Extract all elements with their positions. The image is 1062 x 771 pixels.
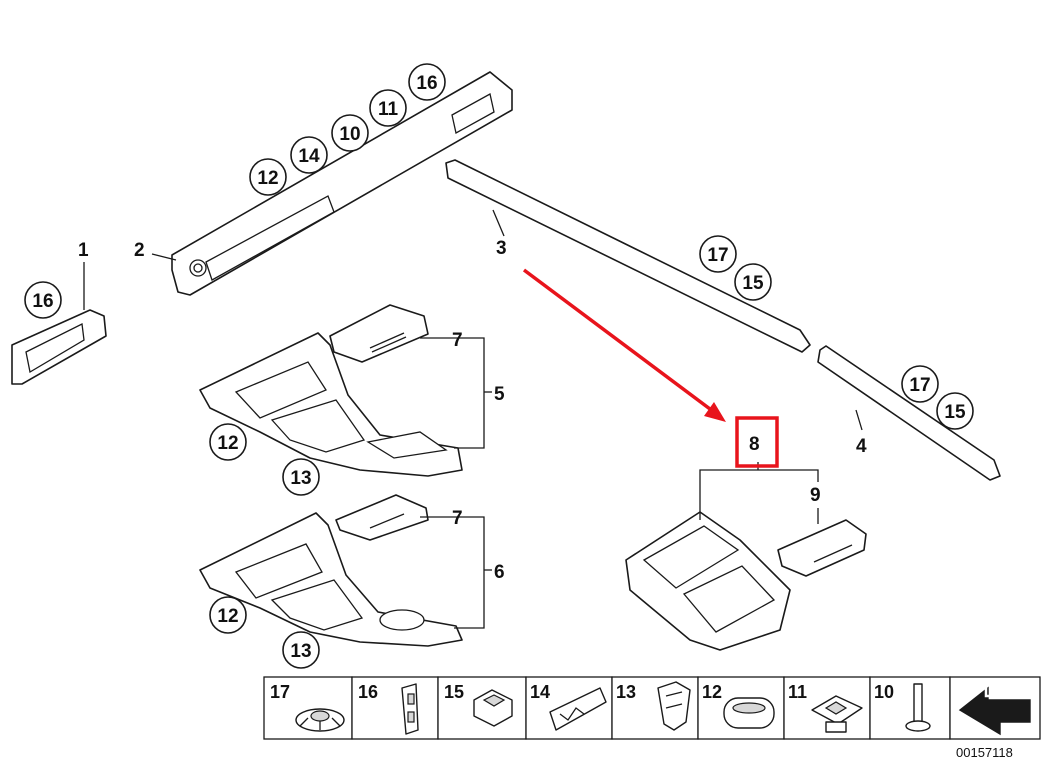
reference-code: 00157118	[956, 745, 1013, 760]
part-4-decor-strip[interactable]	[817, 345, 1001, 481]
rivet-cap-icon	[295, 708, 345, 732]
label-part-8: 8	[749, 434, 760, 455]
callout-2b: 14	[290, 136, 328, 174]
svg-text:15: 15	[742, 273, 764, 294]
callout-6a: 12	[209, 596, 247, 634]
part-5-console-trim[interactable]	[199, 332, 463, 477]
part-3-decor-strip[interactable]	[445, 159, 811, 353]
hardware-legend: 17 16 15 14 13 12 11 10	[263, 676, 1041, 740]
callout-5a: 12	[209, 423, 247, 461]
legend-label-16: 16	[358, 682, 378, 702]
callout-6b: 13	[282, 631, 320, 669]
svg-text:16: 16	[32, 291, 53, 312]
expanding-nut-icon	[811, 695, 863, 733]
callout-1: 16	[24, 281, 62, 319]
legend-label-15: 15	[444, 682, 464, 702]
square-clip-icon	[473, 689, 513, 727]
part-2-trim-strip[interactable]	[171, 71, 513, 296]
callout-4a: 17	[901, 365, 939, 403]
svg-text:15: 15	[944, 402, 966, 423]
label-part-3: 3	[496, 238, 507, 259]
callout-2d: 11	[369, 89, 407, 127]
legend-label-12: 12	[702, 682, 722, 702]
leader-lines	[83, 209, 863, 629]
legend-label-10: 10	[874, 682, 894, 702]
svg-text:12: 12	[257, 168, 278, 189]
callout-5b: 13	[282, 458, 320, 496]
part-8-highlight-box	[735, 416, 779, 468]
bracket-clip-icon	[401, 683, 419, 735]
callout-3a: 17	[699, 235, 737, 273]
label-part-1: 1	[78, 240, 89, 261]
svg-text:13: 13	[290, 641, 311, 662]
label-part-6: 6	[494, 562, 505, 583]
svg-text:11: 11	[378, 99, 399, 120]
label-part-7-lower: 7	[452, 508, 463, 529]
label-part-5: 5	[494, 384, 505, 405]
highlight-arrow	[522, 268, 726, 422]
label-part-4: 4	[856, 436, 867, 457]
svg-text:12: 12	[217, 606, 238, 627]
svg-text:17: 17	[909, 375, 930, 396]
legend-label-13: 13	[616, 682, 636, 702]
arrow-icon	[957, 681, 1031, 736]
label-part-7-upper: 7	[452, 330, 463, 351]
part-9-cover[interactable]	[777, 519, 867, 577]
pin-screw-icon	[905, 683, 931, 732]
callout-2e: 16	[408, 63, 446, 101]
label-part-2: 2	[134, 240, 145, 261]
legend-label-11: 11	[788, 682, 807, 702]
legend-label-17: 17	[270, 682, 290, 702]
rounded-cap-icon	[723, 697, 775, 729]
part-8-console-frame[interactable]	[625, 511, 791, 651]
part-7-cover-lower[interactable]	[335, 494, 429, 541]
svg-text:12: 12	[217, 433, 238, 454]
svg-text:16: 16	[416, 73, 437, 94]
callout-2c: 10	[331, 114, 369, 152]
fastener-clip-icon	[657, 681, 691, 731]
part-6-console-trim[interactable]	[199, 512, 463, 647]
part-1-end-trim[interactable]	[11, 309, 107, 385]
callout-2a: 12	[249, 158, 287, 196]
callout-3b: 15	[734, 263, 772, 301]
svg-text:10: 10	[339, 124, 360, 145]
spring-clip-icon	[549, 687, 607, 731]
part-7-cover-upper[interactable]	[329, 304, 429, 363]
legend-label-14: 14	[530, 682, 550, 702]
svg-text:14: 14	[298, 146, 320, 167]
svg-text:13: 13	[290, 468, 311, 489]
svg-text:17: 17	[707, 245, 728, 266]
label-part-9: 9	[810, 485, 821, 506]
callout-4b: 15	[936, 392, 974, 430]
